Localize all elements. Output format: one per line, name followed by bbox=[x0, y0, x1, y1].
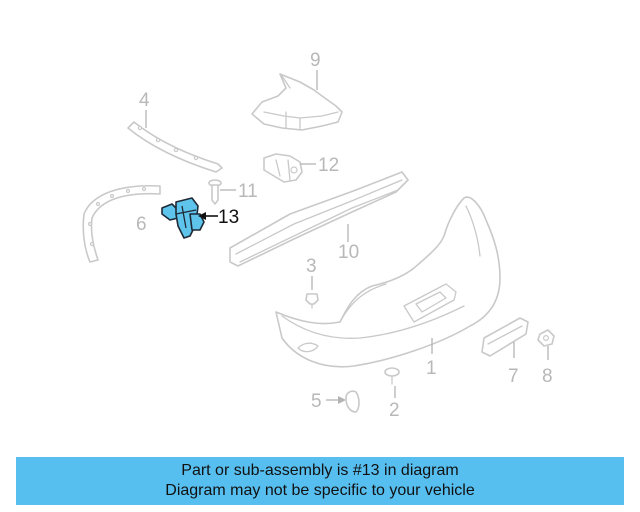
callout-13[interactable]: 13 bbox=[218, 207, 239, 228]
callout-10[interactable]: 10 bbox=[338, 242, 359, 263]
part-5-side-marker[interactable] bbox=[345, 390, 360, 413]
part-1-bumper-cover[interactable] bbox=[275, 196, 501, 368]
parts-diagram: 9 4 12 11 6 13 bbox=[82, 50, 555, 421]
part-9-cover[interactable] bbox=[251, 73, 343, 131]
arrow-5 bbox=[338, 396, 346, 404]
part-13-bracket[interactable] bbox=[161, 197, 205, 239]
part-12-clip[interactable] bbox=[263, 153, 303, 183]
callout-3[interactable]: 3 bbox=[306, 256, 317, 277]
arrow-13 bbox=[198, 212, 206, 220]
part-6-wheel-arch[interactable] bbox=[82, 184, 161, 263]
banner-line-1: Part or sub-assembly is #13 in diagram bbox=[181, 462, 459, 479]
part-7-reflector[interactable] bbox=[481, 317, 529, 357]
part-11-pin[interactable] bbox=[208, 179, 222, 205]
info-banner: Part or sub-assembly is #13 in diagram D… bbox=[16, 457, 624, 505]
callout-7[interactable]: 7 bbox=[508, 366, 519, 387]
callout-6[interactable]: 6 bbox=[136, 214, 147, 235]
callout-4[interactable]: 4 bbox=[139, 90, 150, 111]
part-10-reinforcement[interactable] bbox=[229, 171, 409, 267]
banner-line-2: Diagram may not be specific to your vehi… bbox=[165, 482, 475, 499]
part-3-clip[interactable] bbox=[305, 293, 319, 309]
callout-11[interactable]: 11 bbox=[238, 181, 258, 202]
callout-5[interactable]: 5 bbox=[311, 391, 322, 412]
part-8-nut[interactable] bbox=[537, 329, 555, 347]
callout-2[interactable]: 2 bbox=[389, 400, 400, 421]
callout-12[interactable]: 12 bbox=[318, 155, 339, 176]
callout-8[interactable]: 8 bbox=[542, 366, 553, 387]
part-2-fastener[interactable] bbox=[384, 367, 400, 385]
part-4-molding[interactable] bbox=[127, 121, 223, 173]
callout-1[interactable]: 1 bbox=[426, 358, 437, 379]
callout-9[interactable]: 9 bbox=[310, 50, 321, 71]
